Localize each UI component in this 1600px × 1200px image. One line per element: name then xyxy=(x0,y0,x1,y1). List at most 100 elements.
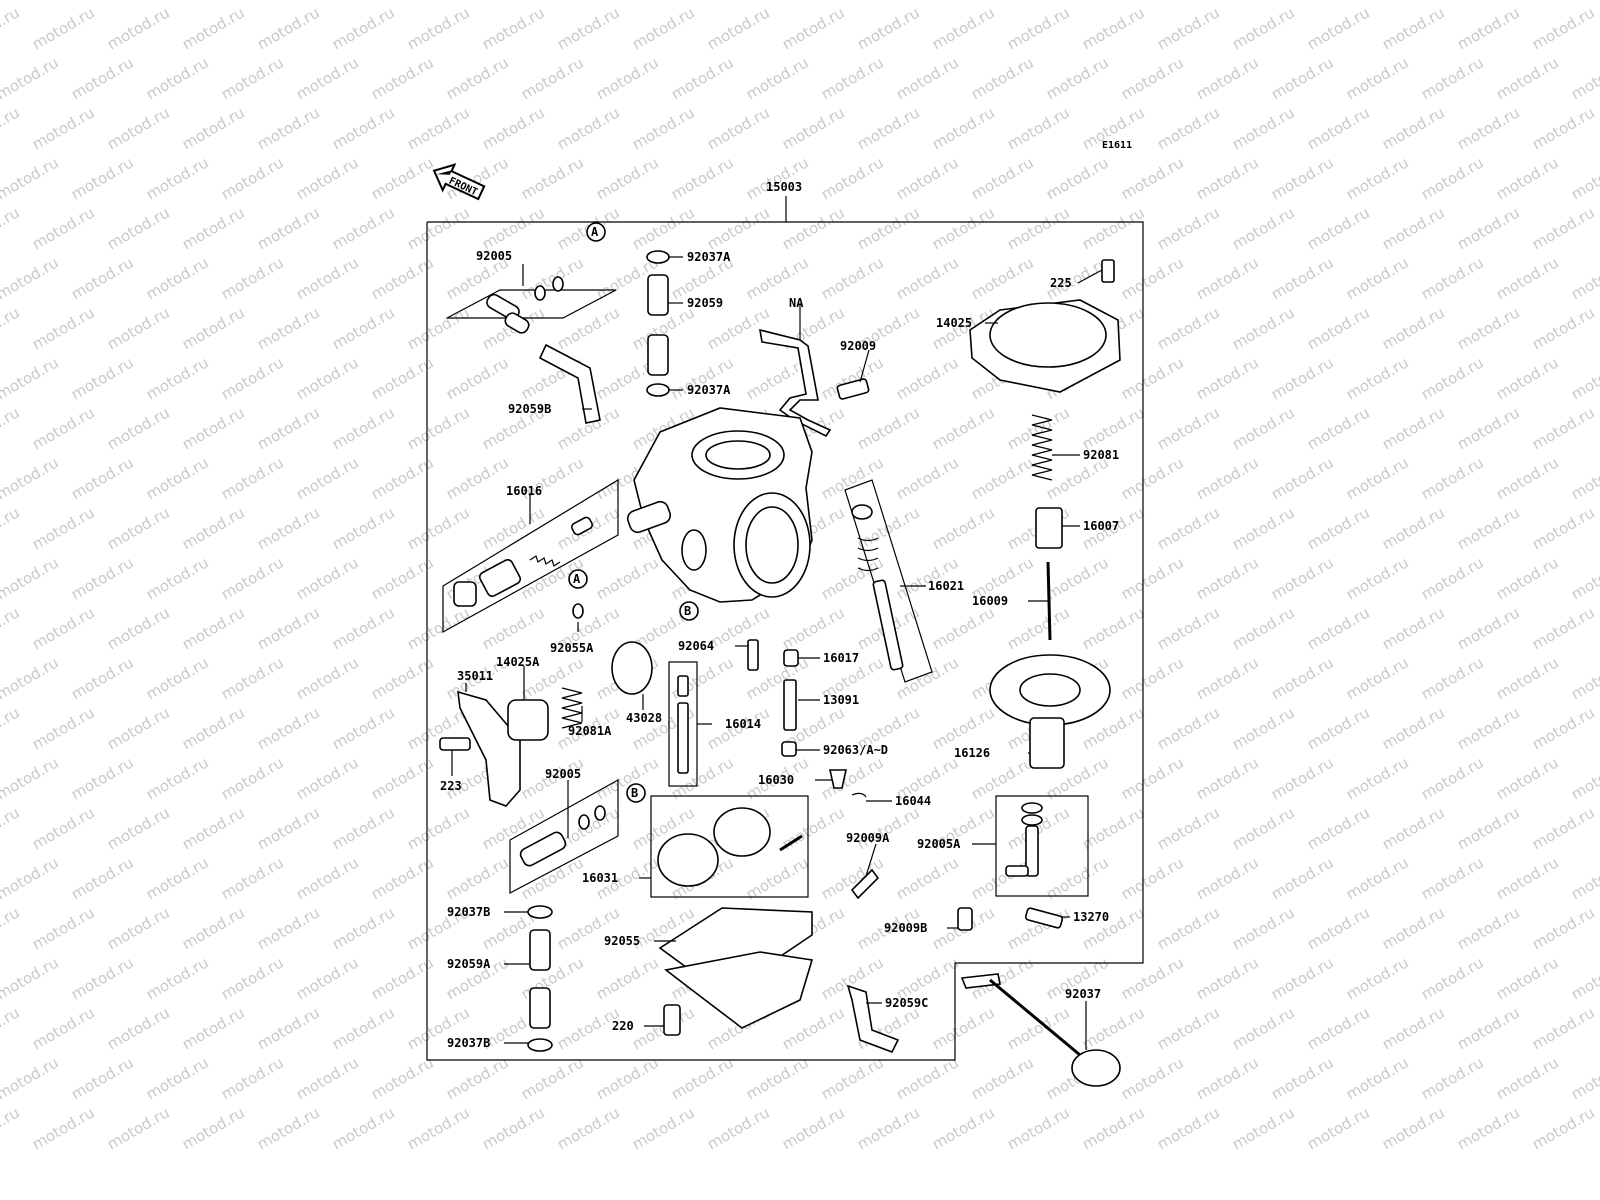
part-label[interactable]: 92059C xyxy=(885,996,928,1010)
part-label[interactable]: 14025A xyxy=(496,655,540,669)
part-label[interactable]: 225 xyxy=(1050,276,1072,290)
watermark-text: motod.ru xyxy=(218,753,287,803)
part-label[interactable]: 223 xyxy=(440,779,462,793)
part-label[interactable]: 16044 xyxy=(895,794,931,808)
watermark-text: motod.ru xyxy=(1568,53,1600,103)
part-label[interactable]: 92055A xyxy=(550,641,594,655)
watermark-text: motod.ru xyxy=(929,603,998,653)
part-label[interactable]: 16030 xyxy=(758,773,794,787)
part-label[interactable]: 35011 xyxy=(457,669,493,683)
watermark-text: motod.ru xyxy=(0,503,23,553)
watermark-text: motod.ru xyxy=(1343,753,1412,803)
part-label[interactable]: 92059A xyxy=(447,957,491,971)
watermark-text: motod.ru xyxy=(1529,903,1598,953)
watermark-text: motod.ru xyxy=(593,153,662,203)
part-label[interactable]: 16009 xyxy=(972,594,1008,608)
watermark-text: motod.ru xyxy=(0,3,23,53)
leader-lines xyxy=(451,256,1103,1050)
watermark-text: motod.ru xyxy=(1379,3,1448,53)
watermark-text: motod.ru xyxy=(68,1053,137,1103)
watermark-text: motod.ru xyxy=(0,0,62,3)
watermark-text: motod.ru xyxy=(1493,853,1562,903)
part-label[interactable]: 92037A xyxy=(687,383,731,397)
watermark-text: motod.ru xyxy=(254,103,323,153)
watermark-text: motod.ru xyxy=(143,953,212,1003)
part-label[interactable]: 92059B xyxy=(508,402,551,416)
part-label[interactable]: 14025 xyxy=(936,316,972,330)
part-label[interactable]: 16017 xyxy=(823,651,859,665)
watermark-text: motod.ru xyxy=(1004,1003,1073,1053)
watermark-text: motod.ru xyxy=(1304,203,1373,253)
watermark-text: motod.ru xyxy=(218,1053,287,1103)
watermark-text: motod.ru xyxy=(179,403,248,453)
part-label[interactable]: 43028 xyxy=(626,711,662,725)
watermark-text: motod.ru xyxy=(1493,353,1562,403)
part-label[interactable]: 16016 xyxy=(506,484,542,498)
watermark-text: motod.ru xyxy=(1493,653,1562,703)
part-label[interactable]: 92059 xyxy=(687,296,723,310)
watermark-text: motod.ru xyxy=(518,153,587,203)
watermark-text: motod.ru xyxy=(1229,203,1298,253)
part-label[interactable]: 92037A xyxy=(687,250,731,264)
part-label[interactable]: 92009 xyxy=(840,339,876,353)
watermark-text: motod.ru xyxy=(1118,0,1187,3)
watermark-text: motod.ru xyxy=(218,53,287,103)
watermark-text: motod.ru xyxy=(254,3,323,53)
watermark-text: motod.ru xyxy=(404,503,473,553)
watermark-text: motod.ru xyxy=(779,103,848,153)
part-label[interactable]: 92009A xyxy=(846,831,890,845)
part-label[interactable]: 92005A xyxy=(917,837,961,851)
part-label[interactable]: 13091 xyxy=(823,693,859,707)
part-label[interactable]: 92081 xyxy=(1083,448,1119,462)
watermark-text: motod.ru xyxy=(1268,253,1337,303)
watermark-text: motod.ru xyxy=(0,203,23,253)
part-label[interactable]: NA xyxy=(789,296,804,310)
watermark-text: motod.ru xyxy=(443,353,512,403)
watermark-text: motod.ru xyxy=(1118,453,1187,503)
part-label[interactable]: 92005 xyxy=(545,767,581,781)
watermark-text: motod.ru xyxy=(1118,1053,1187,1103)
watermark-text: motod.ru xyxy=(143,453,212,503)
part-label[interactable]: 16014 xyxy=(725,717,761,731)
watermark-text: motod.ru xyxy=(218,853,287,903)
marker-a-mid xyxy=(568,569,588,589)
watermark-text: motod.ru xyxy=(818,0,887,3)
part-label[interactable]: 92037B xyxy=(447,1036,490,1050)
part-label[interactable]: 92005 xyxy=(476,249,512,263)
part-label[interactable]: 13270 xyxy=(1073,910,1109,924)
watermark-text: motod.ru xyxy=(554,103,623,153)
watermark-text: motod.ru xyxy=(29,403,98,453)
watermark-text: motod.ru xyxy=(143,253,212,303)
part-label[interactable]: 92064 xyxy=(678,639,714,653)
part-label[interactable]: 16126 xyxy=(954,746,990,760)
watermark-text: motod.ru xyxy=(68,253,137,303)
part-label[interactable]: 220 xyxy=(612,1019,634,1033)
watermark-text: motod.ru xyxy=(1568,653,1600,703)
watermark-text: motod.ru xyxy=(104,403,173,453)
part-label[interactable]: 92009B xyxy=(884,921,927,935)
part-label[interactable]: 16021 xyxy=(928,579,964,593)
watermark-text: motod.ru xyxy=(1568,553,1600,603)
watermark-text: motod.ru xyxy=(1454,403,1523,453)
watermark-text: motod.ru xyxy=(818,1053,887,1103)
part-label[interactable]: 92037 xyxy=(1065,987,1101,1001)
part-label[interactable]: 16031 xyxy=(582,871,618,885)
watermark-text: motod.ru xyxy=(179,303,248,353)
watermark-text: motod.ru xyxy=(0,953,62,1003)
part-label[interactable]: 92055 xyxy=(604,934,640,948)
part-label[interactable]: 92081A xyxy=(568,724,612,738)
watermark-text: motod.ru xyxy=(668,0,737,3)
part-label[interactable]: 92037B xyxy=(447,905,490,919)
watermark-text: motod.ru xyxy=(368,553,437,603)
watermark-text: motod.ru xyxy=(1493,553,1562,603)
watermark-text: motod.ru xyxy=(1118,553,1187,603)
watermark-text: motod.ru xyxy=(1493,1053,1562,1103)
watermark-text: motod.ru xyxy=(854,3,923,53)
watermark-text: motod.ru xyxy=(1454,803,1523,853)
watermark-text: motod.ru xyxy=(368,0,437,3)
watermark-text: motod.ru xyxy=(1379,803,1448,853)
watermark-text: motod.ru xyxy=(0,353,62,403)
part-label[interactable]: 92063/A~D xyxy=(823,743,888,757)
part-label[interactable]: 16007 xyxy=(1083,519,1119,533)
watermark-text: motod.ru xyxy=(68,653,137,703)
